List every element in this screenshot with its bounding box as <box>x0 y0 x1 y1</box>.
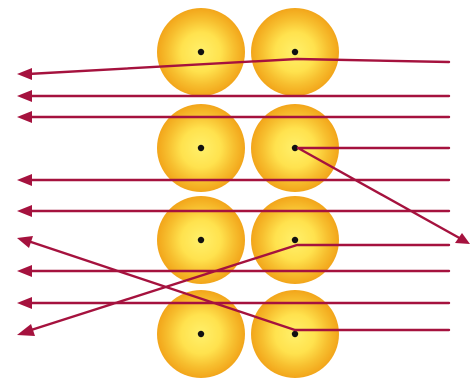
left-arrowhead <box>17 265 32 277</box>
left-arrowhead <box>17 297 32 309</box>
nucleus-dot <box>291 144 299 152</box>
left-arrowhead <box>17 236 33 248</box>
left-arrowhead <box>17 68 32 80</box>
nucleus-dot <box>291 48 299 56</box>
left-arrowhead <box>17 174 32 186</box>
left-arrowhead <box>17 111 32 123</box>
right-arrowhead <box>455 233 470 244</box>
nucleus-dot <box>291 330 299 338</box>
particle-path <box>26 239 451 332</box>
nuclei <box>197 48 299 338</box>
nucleus-dot <box>197 144 205 152</box>
particle-path <box>26 57 451 76</box>
arrowheads <box>17 68 470 336</box>
nucleus-dot <box>291 236 299 244</box>
particle-path <box>296 146 465 242</box>
nucleus-dot <box>197 330 205 338</box>
atom-grid <box>157 8 339 378</box>
nucleus-dot <box>197 236 205 244</box>
nucleus-dot <box>197 48 205 56</box>
left-arrowhead <box>17 205 32 217</box>
left-arrowhead <box>17 90 32 102</box>
particle-path <box>26 243 451 333</box>
left-arrowhead <box>17 324 35 336</box>
particle-paths <box>26 57 465 333</box>
